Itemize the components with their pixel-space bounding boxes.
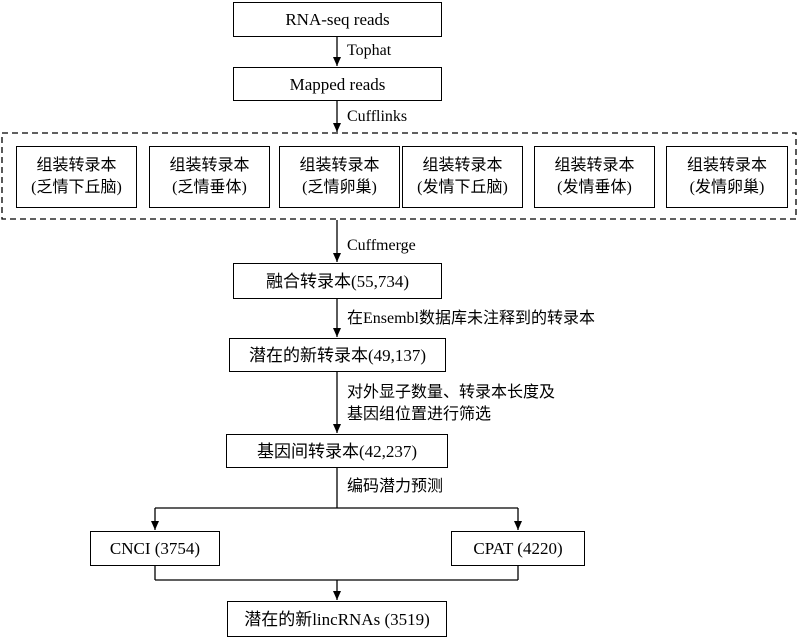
filter-line-1: 对外显子数量、转录本长度及: [347, 384, 556, 401]
novel-lincrna-box: 潜在的新lincRNAs (3519): [227, 601, 447, 637]
novel-transcripts-box: 潜在的新转录本(49,137): [229, 338, 446, 372]
assembly-sample: (发情卵巢): [689, 179, 765, 196]
assembly-box-estrus-ovary: 组装转录本 (发情卵巢): [666, 146, 788, 208]
exon-length-filter-label: 对外显子数量、转录本长度及 基因组位置进行筛选: [347, 382, 607, 426]
tophat-label: Tophat: [347, 42, 392, 59]
cuffmerge-label: Cuffmerge: [347, 237, 416, 254]
assembly-title: 组装转录本: [169, 157, 250, 174]
assembly-title: 组装转录本: [554, 157, 635, 174]
assembly-sample: (乏情卵巢): [302, 179, 377, 196]
mapped-reads-box: Mapped reads: [233, 67, 442, 101]
assembly-box-estrus-hypothalamus: 组装转录本 (发情下丘脑): [402, 146, 523, 208]
assembly-title: 组装转录本: [299, 157, 380, 174]
cnci-box: CNCI (3754): [90, 531, 220, 566]
assembly-box-anestrus-ovary: 组装转录本 (乏情卵巢): [279, 146, 400, 208]
assembly-title: 组装转录本: [686, 157, 767, 174]
coding-potential-label: 编码潜力预测: [347, 478, 444, 495]
assembly-sample: (发情下丘脑): [417, 179, 508, 196]
assembly-box-anestrus-hypothalamus: 组装转录本 (乏情下丘脑): [16, 146, 137, 208]
cufflinks-label: Cufflinks: [347, 108, 408, 125]
assembly-title: 组装转录本: [422, 157, 503, 174]
filter-line-2: 基因组位置进行筛选: [347, 406, 492, 423]
intergenic-transcripts-box: 基因间转录本(42,237): [226, 434, 448, 468]
assembly-sample: (乏情下丘脑): [31, 179, 122, 196]
assembly-box-anestrus-pituitary: 组装转录本 (乏情垂体): [149, 146, 270, 208]
cpat-box: CPAT (4220): [451, 531, 585, 566]
assembly-box-estrus-pituitary: 组装转录本 (发情垂体): [534, 146, 655, 208]
ensembl-filter-label: 在Ensembl数据库未注释到的转录本: [347, 310, 595, 327]
rna-seq-reads-box: RNA-seq reads: [233, 2, 442, 37]
assembly-sample: (乏情垂体): [172, 179, 247, 196]
assembly-sample: (发情垂体): [557, 179, 632, 196]
merged-transcripts-box: 融合转录本(55,734): [233, 263, 442, 299]
assembly-title: 组装转录本: [36, 157, 117, 174]
